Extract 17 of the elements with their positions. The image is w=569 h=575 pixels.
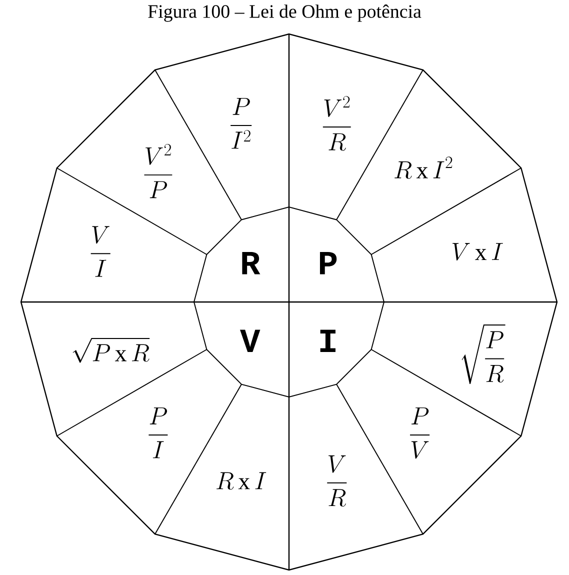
formula: $\frac{V^{2}}{P}$	[144, 144, 172, 198]
formula: $\frac{V}{I}$	[90, 226, 110, 277]
formula: $\frac{P}{V}$	[410, 407, 430, 459]
quantity-letter: I	[320, 330, 336, 352]
title: Figura 100 – Lei de Ohm e potência	[148, 4, 422, 22]
formula: $\frac{P}{I^{2}}$	[230, 98, 252, 149]
formula: $\sqrt{P\,\mathrm{x}\,R}$	[72, 338, 150, 363]
quantity-letter: P	[320, 252, 337, 274]
formula: $V\,\mathrm{x}\,I$	[452, 243, 503, 260]
quantity-letter: R	[242, 252, 260, 274]
formula: $R\,\mathrm{x}\,I$	[216, 472, 266, 490]
formula: $\frac{V}{R}$	[327, 455, 347, 507]
quantity-letter: V	[240, 330, 260, 352]
formula: $\frac{P}{I}$	[148, 407, 168, 458]
formula: $R\,\mathrm{x}\,I^{2}$	[394, 156, 452, 179]
formula: $\frac{V^{2}}{R}$	[322, 96, 351, 151]
formula: $\sqrt{\frac{P}{R}}$	[462, 324, 506, 384]
